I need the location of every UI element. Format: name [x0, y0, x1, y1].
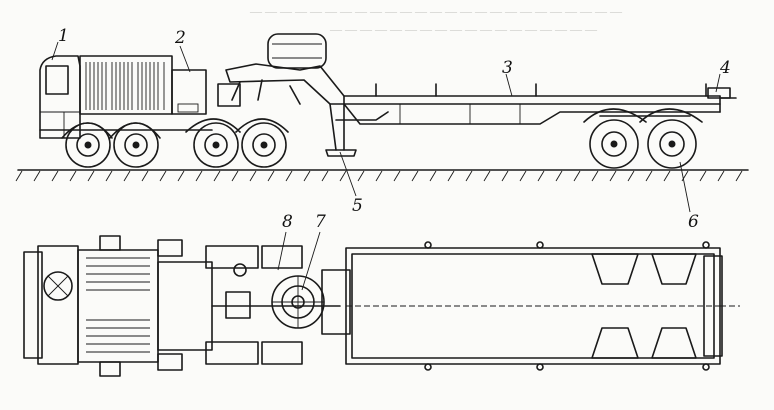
- callout-7: 7: [315, 212, 326, 232]
- tractor-top: [23, 235, 341, 377]
- callout-3: 3: [502, 58, 513, 78]
- tractor-fenders: [61, 118, 289, 139]
- callout-6: 6: [688, 212, 699, 232]
- callout-5: 5: [352, 196, 363, 216]
- leader-lines-top: [277, 231, 321, 291]
- callout-1: 1: [58, 26, 69, 46]
- tractor-wheels: [65, 122, 287, 168]
- trailer-gooseneck: [217, 63, 389, 157]
- stake-pockets: [424, 241, 710, 371]
- trailer-platform-top: [345, 241, 740, 371]
- fifth-wheel: [271, 269, 351, 335]
- spare-wheel: [267, 33, 327, 69]
- trailer-frame: [343, 83, 737, 125]
- callout-2: 2: [175, 28, 186, 48]
- leader-lines-side: [51, 41, 721, 213]
- bleed-through-text: — — — — — — — — — — — — — — — — — —: [330, 22, 597, 36]
- engine-compartment: [39, 55, 213, 131]
- bleed-through-text: — — — — — — — — — — — — — — — — — — — — …: [250, 4, 622, 18]
- callout-8: 8: [282, 212, 293, 232]
- tractor-cab: [39, 55, 81, 139]
- callout-4: 4: [720, 58, 731, 78]
- trailer-wheels: [583, 108, 703, 169]
- trailer-wheel-wells: [591, 253, 697, 359]
- ground-line: [15, 169, 749, 182]
- side-view: [15, 33, 749, 213]
- top-view: [23, 231, 740, 377]
